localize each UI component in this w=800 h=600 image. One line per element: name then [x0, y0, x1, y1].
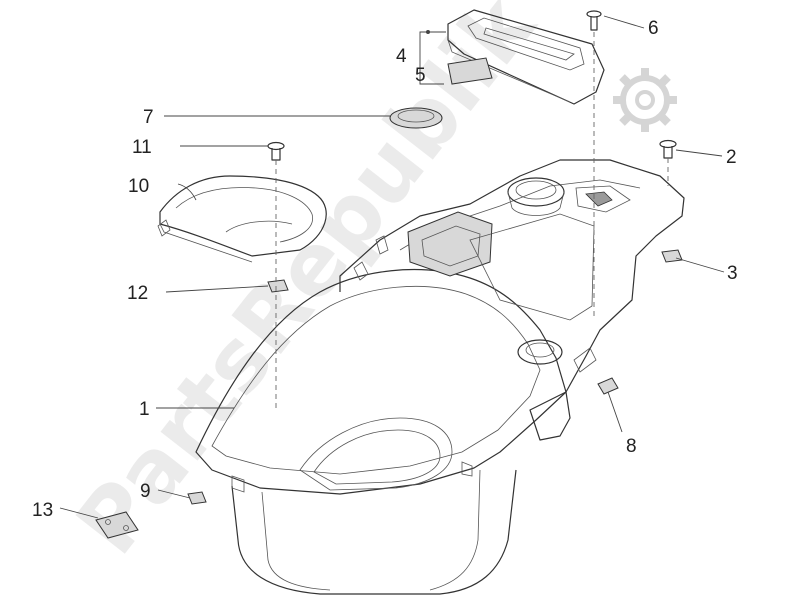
plug-part	[389, 107, 443, 129]
screw-part-2	[659, 139, 677, 159]
callout-6: 6	[648, 18, 659, 39]
gear-icon	[613, 68, 677, 132]
callout-4: 4	[396, 46, 407, 67]
plate-part-13	[95, 511, 139, 539]
callout-7: 7	[143, 107, 154, 128]
clip-part-3	[661, 249, 683, 263]
callout-9: 9	[140, 481, 151, 502]
rear-lid-part	[447, 9, 605, 105]
clip-part-8	[597, 377, 619, 395]
helmet-compartment-part	[195, 159, 685, 595]
assembly-lines	[275, 32, 669, 412]
clip-part-12	[267, 279, 289, 293]
watermark: PartsRepublik	[58, 0, 677, 573]
callout-5: 5	[415, 65, 426, 86]
lid-gasket-part	[447, 57, 493, 85]
clip-part-9	[187, 491, 207, 505]
leader-lines	[59, 15, 725, 519]
callout-12: 12	[127, 283, 148, 304]
screw-part-6	[586, 10, 602, 31]
callout-10: 10	[128, 176, 149, 197]
callout-3: 3	[727, 263, 738, 284]
callout-labels: 1 2 3 4 5 6 7 8 9 10 11 12 13	[32, 18, 738, 521]
callout-1: 1	[139, 399, 150, 420]
cover-part	[157, 175, 327, 263]
screw-part-11	[267, 141, 285, 161]
callout-13: 13	[32, 500, 53, 521]
callout-2: 2	[726, 147, 737, 168]
callout-8: 8	[626, 436, 637, 457]
callout-11: 11	[132, 137, 152, 158]
